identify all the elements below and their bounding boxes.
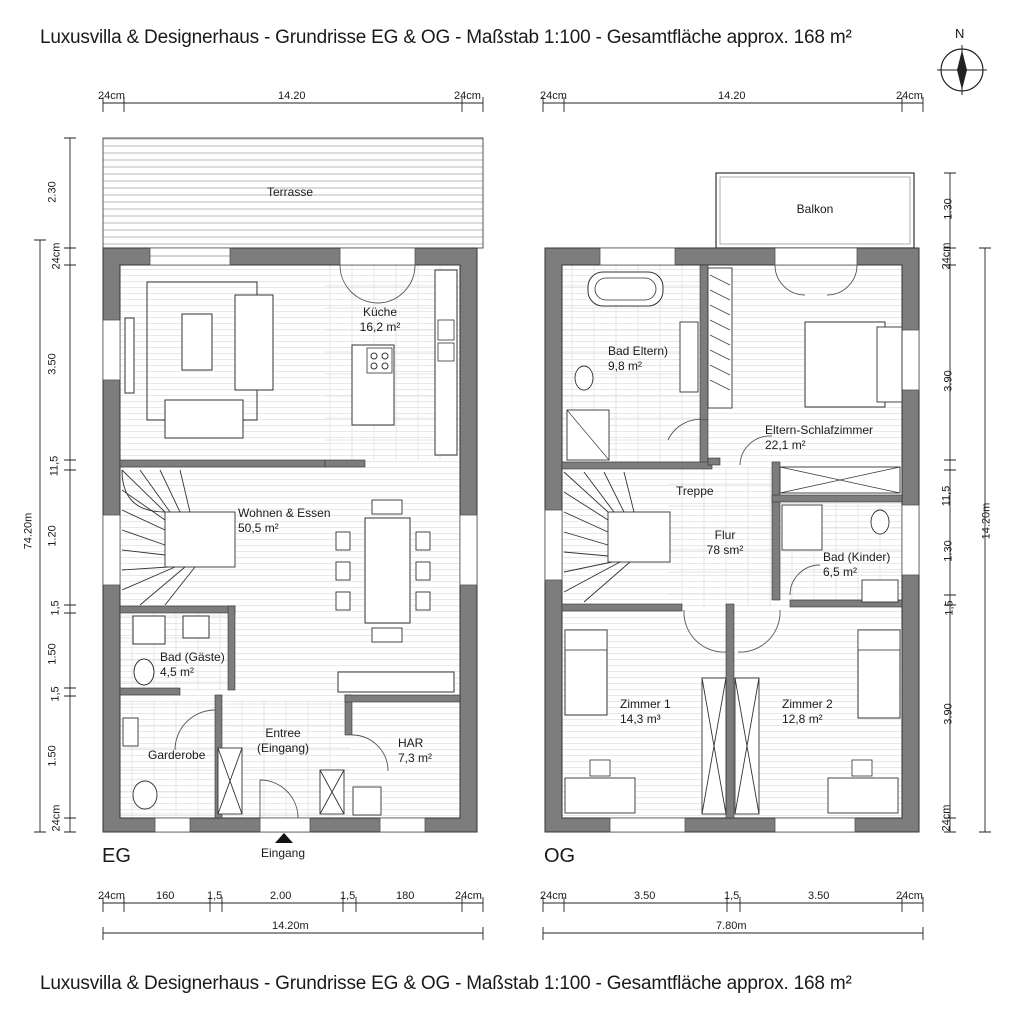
room-terrasse: Terrasse xyxy=(266,185,313,199)
og-dim-top-mid: 14.20 xyxy=(718,90,746,102)
eg-dim-bottom-c: 1,5 xyxy=(207,890,223,902)
eg-dim-left-r5: 1.50 xyxy=(46,643,59,665)
room-treppe: Treppe xyxy=(676,484,714,498)
og-dim-top-left: 24cm xyxy=(540,90,567,102)
eg-plan xyxy=(102,137,484,843)
og-dim-right-r1: 3.90 xyxy=(942,370,955,392)
room-bad-eltern: Bad Eltern) 9,8 m² xyxy=(608,344,669,373)
eg-dim-bottom-b: 160 xyxy=(156,890,175,902)
eg-dim-left-r7: 1.50 xyxy=(46,745,59,767)
og-dim-right-r4: 1,5 xyxy=(943,600,956,616)
eg-dim-top-mid: 14.20 xyxy=(278,90,306,102)
og-dim-bottom-a: 24cm xyxy=(540,890,567,902)
eg-dim-bottom-e: 1,5 xyxy=(340,890,356,902)
og-dim-right-total: 14.20m xyxy=(980,502,993,540)
room-zimmer-1: Zimmer 1 14,3 m³ xyxy=(620,697,671,726)
og-dim-right-r2: 11,5 xyxy=(940,485,953,507)
entrance-label: Eingang xyxy=(260,846,306,860)
eg-dim-left-r6: 1,5 xyxy=(49,686,62,702)
eg-dim-bottom-f: 180 xyxy=(396,890,415,902)
eg-dim-bottom-total: 14.20m xyxy=(272,920,309,932)
eg-staircase xyxy=(121,469,236,606)
eg-dim-left-total: 74.20m xyxy=(22,512,35,550)
eg-dim-left-terrasse: 2.30 xyxy=(46,181,59,203)
og-dim-bottom-b: 3.50 xyxy=(634,890,656,902)
room-kueche: Küche 16,2 m² xyxy=(359,305,401,334)
room-garderobe: Garderobe xyxy=(148,748,206,762)
floor-label-eg: EG xyxy=(102,845,131,867)
drawing-title-top: Luxusvilla & Designerhaus - Grundrisse E… xyxy=(40,27,852,48)
og-dim-right-balkon: 1.30 xyxy=(942,198,955,220)
room-entree: Entree (Eingang) xyxy=(256,726,310,755)
eg-terrace-deck xyxy=(102,137,484,249)
room-bad-gaeste: Bad (Gäste) 4,5 m² xyxy=(160,650,225,679)
room-wohnen-essen: Wohnen & Essen 50,5 m² xyxy=(238,506,331,535)
og-dim-right-r5: 3.90 xyxy=(942,703,955,725)
eg-dim-left-r4: 1,5 xyxy=(49,600,62,616)
room-balkon: Balkon xyxy=(796,202,834,216)
north-arrow-icon xyxy=(937,45,987,95)
floor-label-og: OG xyxy=(544,845,576,867)
og-staircase xyxy=(563,471,671,603)
og-dim-bottom-c: 1,5 xyxy=(724,890,740,902)
compass-north-label: N xyxy=(955,26,965,41)
eg-dim-left-r3: 1.20 xyxy=(46,525,59,547)
dimension-lines xyxy=(34,97,991,940)
eg-dim-bottom-d: 2.00 xyxy=(270,890,292,902)
eg-dim-bottom-g: 24cm xyxy=(455,890,482,902)
og-plan xyxy=(544,172,920,833)
og-dim-bottom-d: 3.50 xyxy=(808,890,830,902)
eg-dim-left-r2: 11,5 xyxy=(48,455,61,477)
eg-dim-left-wall-top: 24cm xyxy=(50,242,63,270)
eg-dim-left-wall-bottom: 24cm xyxy=(50,804,63,832)
eg-dim-left-r1: 3.50 xyxy=(46,353,59,375)
og-dim-top-right: 24cm xyxy=(896,90,923,102)
room-har: HAR 7,3 m² xyxy=(398,736,433,765)
entrance-arrow-icon xyxy=(275,833,293,843)
eg-dim-top-right: 24cm xyxy=(454,90,481,102)
eg-dim-top-left: 24cm xyxy=(98,90,125,102)
drawing-title-bottom: Luxusvilla & Designerhaus - Grundrisse E… xyxy=(40,973,852,994)
room-flur: Flur 78 sm² xyxy=(706,528,744,557)
eg-dim-bottom-a: 24cm xyxy=(98,890,125,902)
room-zimmer-2: Zimmer 2 12,8 m² xyxy=(782,697,833,726)
room-bad-kinder: Bad (Kinder) 6,5 m² xyxy=(823,550,891,579)
og-dim-bottom-total: 7.80m xyxy=(716,920,747,932)
og-dim-right-wall-top: 24cm xyxy=(940,242,953,270)
og-dim-right-r3: 1.30 xyxy=(942,540,955,562)
og-dim-bottom-e: 24cm xyxy=(896,890,923,902)
og-balcony xyxy=(715,172,915,249)
og-dim-right-wall-bottom: 24cm xyxy=(940,804,953,832)
room-eltern-schlafzimmer: Eltern-Schlafzimmer 22,1 m² xyxy=(765,423,874,452)
